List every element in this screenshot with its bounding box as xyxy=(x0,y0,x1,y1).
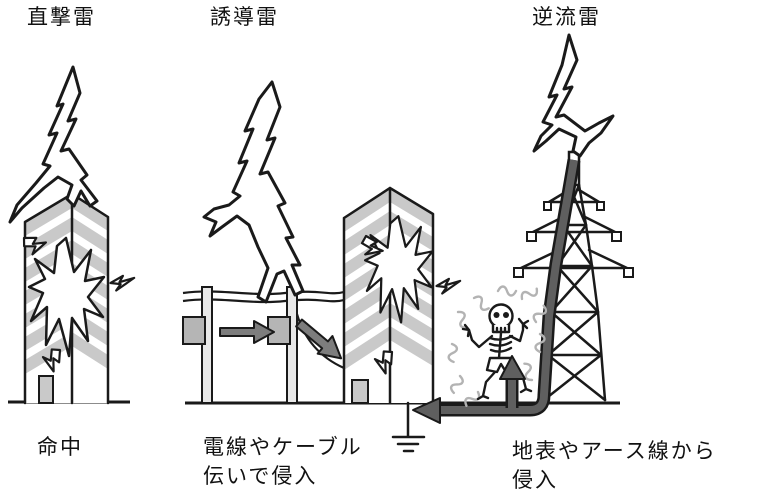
spark-icon xyxy=(109,274,136,292)
eye xyxy=(503,312,509,318)
electrocuted-person xyxy=(447,285,548,410)
skeleton xyxy=(461,303,533,401)
cable-to-building xyxy=(295,313,345,370)
spark-icon xyxy=(41,348,62,373)
spark-icon xyxy=(22,236,48,256)
building-direct xyxy=(22,192,136,405)
spark-icon xyxy=(360,234,384,256)
caption-backflow-line1: 地表やアース線から xyxy=(512,440,717,463)
explosion-starburst xyxy=(27,236,106,358)
building-edges xyxy=(342,186,435,405)
surge-arrow-diagonal xyxy=(295,318,343,360)
shock-squiggles xyxy=(447,285,548,407)
arm-left xyxy=(467,328,494,349)
hand-right xyxy=(517,317,530,330)
lightning-bolt-induced xyxy=(202,80,305,304)
lightning-bolt-direct xyxy=(8,65,99,224)
panel-title-direct: 直撃雷 xyxy=(27,6,96,29)
scene-backflow-strike xyxy=(391,33,634,453)
tower-rungs xyxy=(546,223,603,357)
panel-title-backflow: 逆流雷 xyxy=(532,6,601,29)
spark-icon xyxy=(373,350,394,375)
eye xyxy=(493,312,500,318)
leg-left xyxy=(476,370,497,401)
building-door xyxy=(38,375,54,404)
arm-right xyxy=(508,322,525,343)
lightning-bolt-backflow xyxy=(532,33,615,158)
caption-backflow-line2: 侵入 xyxy=(512,469,558,492)
teeth xyxy=(495,326,507,334)
building-induced xyxy=(342,186,462,405)
ground-current-path xyxy=(412,158,581,424)
caption-backflow: 地表やアース線から 侵入 xyxy=(512,437,717,495)
hand-left xyxy=(461,323,471,338)
transformer-box-1 xyxy=(182,316,206,345)
scene-direct-strike xyxy=(8,65,136,405)
caption-induced: 電線やケーブル 伝いで侵入 xyxy=(203,433,363,491)
scene-induced-strike xyxy=(182,80,462,405)
surge-arrow-horizontal xyxy=(219,320,275,344)
earth-ground-symbol xyxy=(391,401,426,453)
current-arrow-to-person xyxy=(499,355,526,410)
current-arrow-to-earth xyxy=(412,397,441,424)
building-door xyxy=(351,379,369,404)
tower-crossarms xyxy=(513,188,634,278)
spark-icon xyxy=(435,277,462,295)
panel-title-induced: 誘導雷 xyxy=(210,6,279,29)
caption-induced-line1: 電線やケーブル xyxy=(203,436,363,459)
caption-induced-line2: 伝いで侵入 xyxy=(203,465,318,488)
caption-direct: 命中 xyxy=(37,436,83,459)
